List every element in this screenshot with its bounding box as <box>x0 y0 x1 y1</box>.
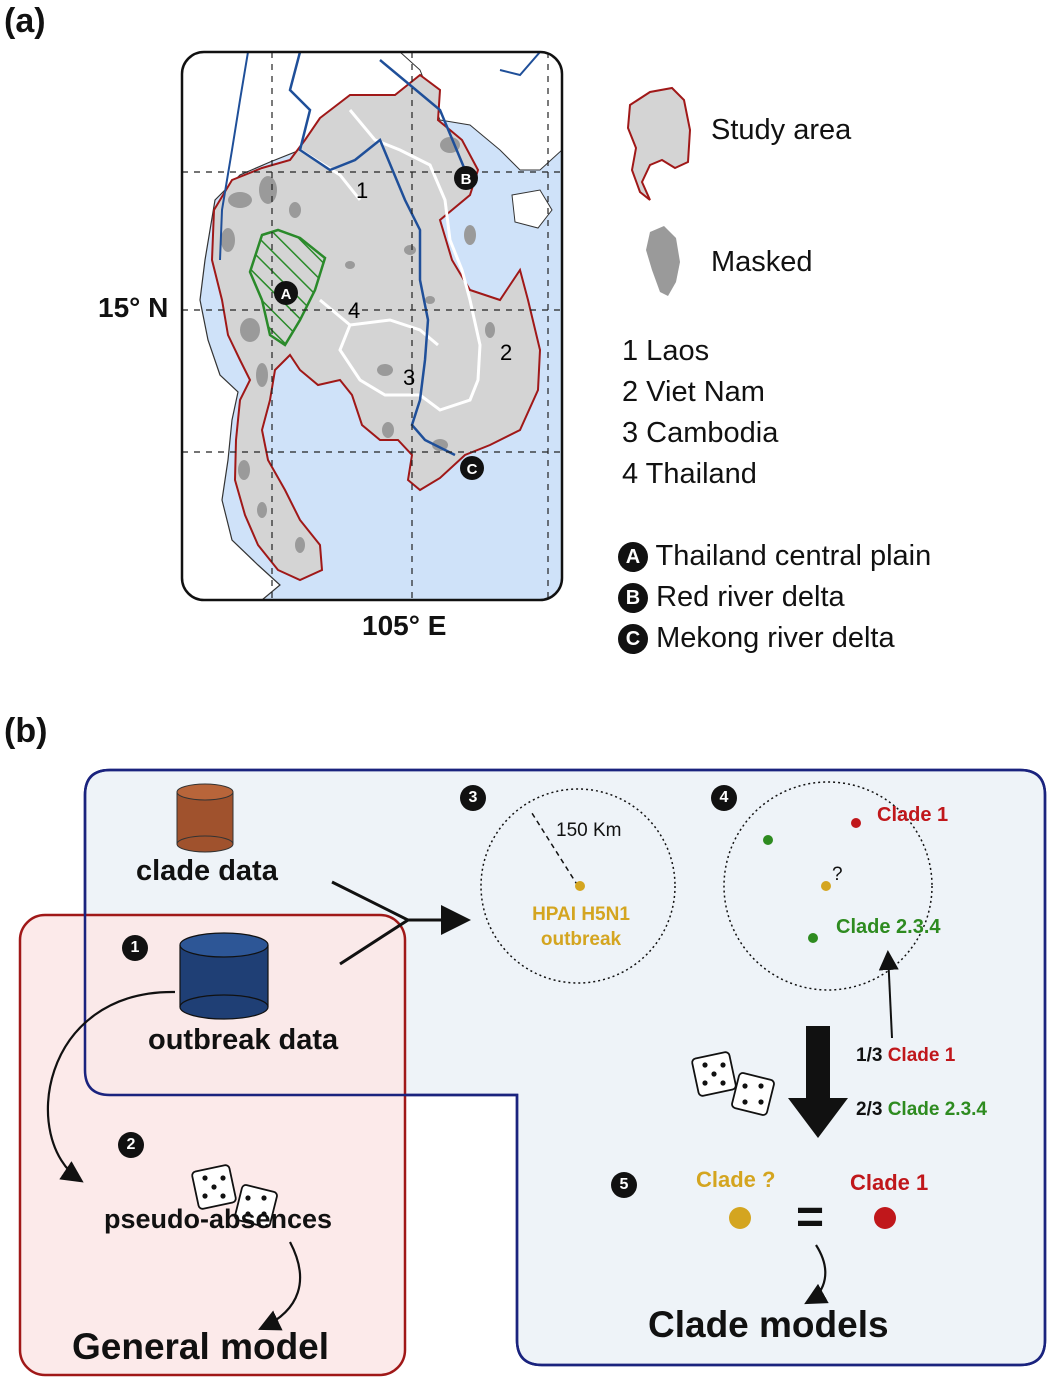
workflow-diagram <box>18 768 1047 1377</box>
panel-b-label: (b) <box>4 712 48 750</box>
step-2-badge: 2 <box>118 1132 144 1158</box>
prob-arrow <box>878 950 899 1039</box>
mekong-river <box>288 52 456 457</box>
outbreak-label-1: HPAI H5N1 <box>532 904 630 925</box>
radius-label: 150 Km <box>556 820 622 841</box>
map-num-2: 2 <box>500 340 512 365</box>
step-3-badge: 3 <box>460 785 486 811</box>
region-a-badge: A <box>618 542 648 573</box>
study-area-swatch <box>626 86 692 201</box>
region-c-label: Mekong river delta <box>656 622 895 654</box>
prob-2-fraction: 2/3 <box>856 1099 883 1120</box>
map-num-4: 4 <box>348 298 360 323</box>
dice-icon-1 <box>191 1164 278 1228</box>
prob-2-clade: Clade 2.3.4 <box>887 1099 987 1120</box>
step-1-badge: 1 <box>122 935 148 961</box>
lon-label: 105° E <box>362 610 447 641</box>
legend-masked: Masked <box>711 246 813 278</box>
map-figure: 1 2 3 4 A B C <box>180 50 692 602</box>
outbreak-database-icon <box>179 932 269 1020</box>
salween-river <box>219 52 249 261</box>
buffer-circle-3 <box>480 788 676 984</box>
clade-unknown-label: Clade ? <box>696 1167 776 1192</box>
svg-text:B: B <box>461 171 472 188</box>
step-4-badge: 4 <box>711 785 737 811</box>
buffer-circle-4 <box>723 781 933 991</box>
prob-1-fraction: 1/3 <box>856 1045 883 1066</box>
region-b-badge: B <box>618 583 648 614</box>
clade1-result-label: Clade 1 <box>850 1170 929 1195</box>
red-river <box>379 59 467 171</box>
study-area-land <box>210 73 542 582</box>
clade234-label: Clade 2.3.4 <box>836 916 941 938</box>
outbreak-point <box>575 881 585 891</box>
legend-country-2: 2 Viet Nam <box>622 376 765 408</box>
legend-country-1: 1 Laos <box>622 335 710 367</box>
clade-unknown-dot <box>729 1207 751 1229</box>
pseudo-absences-label: pseudo-absences <box>104 1204 333 1234</box>
river-upper <box>499 52 541 77</box>
map-frame <box>180 50 564 602</box>
clade-models-label: Clade models <box>648 1304 889 1345</box>
map-num-3: 3 <box>403 365 415 390</box>
lat-label: 15° N <box>98 292 169 323</box>
general-model-box <box>18 913 407 1377</box>
outbreak-label-2: outbreak <box>540 929 622 950</box>
masked-swatch <box>646 226 680 296</box>
legend-region-b: B Red river delta <box>618 581 845 614</box>
clade-database-icon <box>176 783 234 853</box>
pseudo-to-general-arrow <box>258 1241 302 1331</box>
radius-line <box>529 809 579 887</box>
marker-c: C <box>460 456 484 480</box>
unknown-mark: ? <box>832 864 843 885</box>
to-clade-models-arrow <box>804 1244 829 1305</box>
marker-a: A <box>274 281 298 305</box>
step-5-badge: 5 <box>611 1172 637 1198</box>
region-b-label: Red river delta <box>656 581 845 613</box>
legend-country-3: 3 Cambodia <box>622 417 779 449</box>
panel-a-label: (a) <box>4 2 46 40</box>
outbreak-data-label: outbreak data <box>148 1024 339 1056</box>
clade1-point <box>851 818 861 828</box>
clade-data-label: clade data <box>136 855 278 887</box>
clade1-dot <box>874 1207 896 1229</box>
legend-country-4: 4 Thailand <box>622 458 757 490</box>
dice-icon-2 <box>691 1051 775 1116</box>
graticule <box>182 52 562 600</box>
prob-1-clade: Clade 1 <box>887 1045 956 1066</box>
legend-region-c: C Mekong river delta <box>618 622 895 655</box>
general-model-label: General model <box>72 1326 330 1367</box>
region-c-badge: C <box>618 624 648 655</box>
big-down-arrow <box>788 1026 848 1138</box>
map-num-1: 1 <box>356 178 368 203</box>
legend-study-area: Study area <box>711 114 852 146</box>
prob-row-1: 1/3 Clade 1 <box>856 1045 955 1067</box>
hainan-island <box>511 189 553 229</box>
prob-row-2: 2/3 Clade 2.3.4 <box>856 1099 987 1121</box>
svg-text:A: A <box>281 286 292 303</box>
merge-arrow <box>331 880 465 966</box>
marker-b: B <box>454 166 478 190</box>
masked-patches <box>221 137 495 553</box>
outbreak-to-pseudo-arrow <box>46 990 176 1183</box>
clade1-label: Clade 1 <box>877 804 949 826</box>
clade234-point-a <box>763 835 773 845</box>
legend-region-a: A Thailand central plain <box>618 540 931 573</box>
svg-text:C: C <box>467 461 478 478</box>
region-a-label: Thailand central plain <box>655 540 932 572</box>
unknown-point <box>821 881 831 891</box>
clade234-point-b <box>808 933 818 943</box>
equals-sign: = <box>796 1191 825 1244</box>
